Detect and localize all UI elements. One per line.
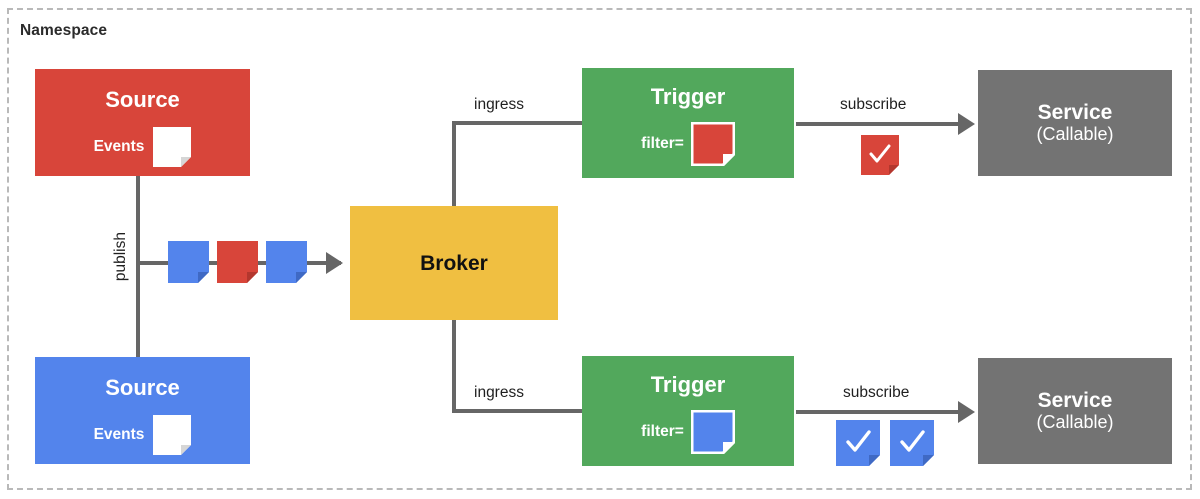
edge-label-subscribe-top: subscribe <box>840 96 907 113</box>
edge-label-publish: publish <box>112 232 129 282</box>
trigger-top-title: Trigger <box>650 84 726 109</box>
source-top-title: Source <box>105 87 180 112</box>
event-card-icon <box>153 415 192 455</box>
ingress-top-connector-horizontal <box>452 121 584 125</box>
trigger-bottom-filter-label: filter= <box>641 423 684 441</box>
source-bottom-events-label: Events <box>93 426 145 444</box>
checkmark-card-icon <box>836 420 880 466</box>
filter-card-icon <box>690 122 735 166</box>
edge-label-subscribe-bottom: subscribe <box>843 384 910 401</box>
publish-arrow-head <box>326 252 343 274</box>
broker-title: Broker <box>420 251 488 275</box>
source-top-events-label: Events <box>93 138 145 156</box>
trigger-node-bottom[interactable]: Trigger filter= <box>582 356 794 466</box>
event-stream-card <box>168 241 209 283</box>
subscribe-top-connector <box>796 122 961 126</box>
source-node-bottom[interactable]: Source Events <box>35 357 250 464</box>
service-node-top[interactable]: Service (Callable) <box>978 70 1172 176</box>
source-bottom-title: Source <box>105 375 180 400</box>
trigger-bottom-title: Trigger <box>650 372 726 397</box>
checkmark-card-icon <box>861 135 899 175</box>
subscribe-bottom-arrow-head <box>958 401 975 423</box>
event-stream-card <box>266 241 307 283</box>
event-card-icon <box>153 127 192 167</box>
service-top-title: Service <box>1037 100 1113 124</box>
event-stream-card <box>217 241 258 283</box>
service-top-subtitle: (Callable) <box>1036 123 1114 144</box>
publish-connector-vertical <box>136 175 140 365</box>
subscribe-bottom-connector <box>796 410 961 414</box>
edge-label-ingress-bottom: ingress <box>474 384 524 401</box>
trigger-top-filter-label: filter= <box>641 135 684 153</box>
namespace-boundary <box>7 8 1192 490</box>
service-bottom-title: Service <box>1037 388 1113 412</box>
service-node-bottom[interactable]: Service (Callable) <box>978 358 1172 464</box>
filter-card-icon <box>690 410 735 454</box>
service-bottom-subtitle: (Callable) <box>1036 411 1114 432</box>
broker-node[interactable]: Broker <box>350 206 558 320</box>
namespace-label: Namespace <box>20 22 108 39</box>
source-node-top[interactable]: Source Events <box>35 69 250 176</box>
trigger-node-top[interactable]: Trigger filter= <box>582 68 794 178</box>
subscribe-top-arrow-head <box>958 113 975 135</box>
edge-label-ingress-top: ingress <box>474 96 524 113</box>
ingress-bottom-connector-horizontal <box>452 409 584 413</box>
checkmark-card-icon <box>890 420 934 466</box>
